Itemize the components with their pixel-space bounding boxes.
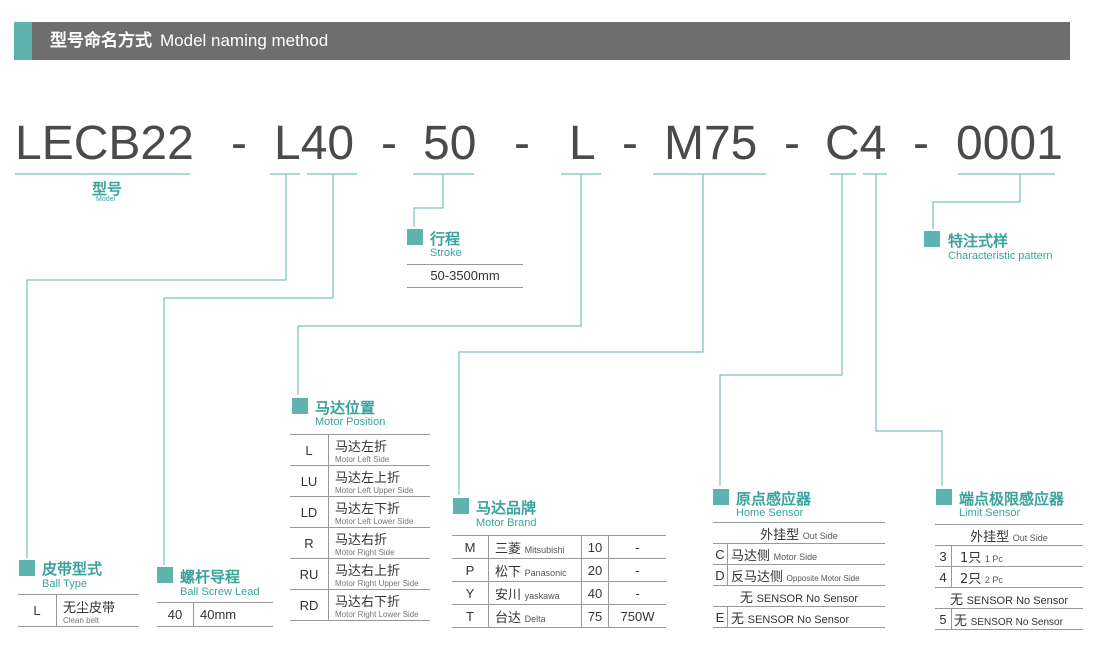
lead-table: 40 40mm	[157, 602, 273, 627]
stroke-label-en: Stroke	[430, 247, 462, 259]
code-sep: -	[913, 117, 929, 170]
motor-brand-label: 马达品牌	[476, 499, 537, 517]
stroke-value: 50-3500mm	[407, 264, 523, 288]
table-row: 40 40mm	[157, 602, 273, 627]
motor-position-label: 马达位置	[315, 399, 376, 417]
stroke-marker	[407, 229, 423, 245]
code-lead: L40	[274, 117, 355, 170]
home-sensor-label-en: Home Sensor	[736, 507, 804, 519]
lead-label-en: Ball Screw Lead	[180, 586, 260, 598]
code-sep: -	[622, 117, 638, 170]
limit-sensor-label-en: Limit Sensor	[959, 507, 1021, 519]
motor-brand-marker	[453, 498, 469, 514]
lead-key: 40	[157, 602, 194, 627]
characteristic-marker	[924, 231, 940, 247]
model-label-en: Model	[96, 196, 116, 203]
home-sensor-label: 原点感应器	[736, 490, 812, 508]
stroke-label: 行程	[430, 230, 461, 248]
model-label: 型号	[92, 180, 123, 198]
motor-position-marker	[292, 398, 308, 414]
lead-label: 螺杆导程	[180, 568, 241, 586]
limit-sensor-label: 端点极限感应器	[959, 490, 1065, 508]
code-stroke: 50	[423, 117, 477, 170]
code-pattern: 0001	[956, 117, 1063, 170]
home-sensor-marker	[713, 489, 729, 505]
table-row: 外挂型 Out Side	[935, 524, 1083, 546]
limit-sensor-marker	[936, 489, 952, 505]
belt-marker	[19, 560, 35, 576]
motor-brand-label-en: Motor Brand	[476, 517, 537, 529]
motor-position-label-en: Motor Position	[315, 416, 386, 428]
characteristic-label-en: Characteristic pattern	[948, 250, 1053, 262]
code-sep: -	[514, 117, 530, 170]
table-row: 无 SENSOR No Sensor	[713, 585, 885, 607]
characteristic-label: 特注式样	[948, 232, 1009, 250]
code-position: L	[569, 117, 596, 170]
lead-marker	[157, 567, 173, 583]
code-sensor: C4	[825, 117, 887, 170]
table-row: 外挂型 Out Side	[713, 522, 885, 544]
lead-value: 40mm	[193, 602, 273, 627]
code-sep: -	[231, 117, 247, 170]
belt-label: 皮带型式	[42, 560, 103, 578]
code-sep: -	[784, 117, 800, 170]
belt-key: L	[18, 594, 57, 627]
header-accent	[14, 22, 32, 60]
code-model: LECB22	[15, 117, 194, 170]
belt-label-en: Ball Type	[42, 578, 88, 590]
table-row: 无 SENSOR No Sensor	[935, 587, 1083, 609]
code-brand: M75	[664, 117, 758, 170]
code-sep: -	[381, 117, 397, 170]
